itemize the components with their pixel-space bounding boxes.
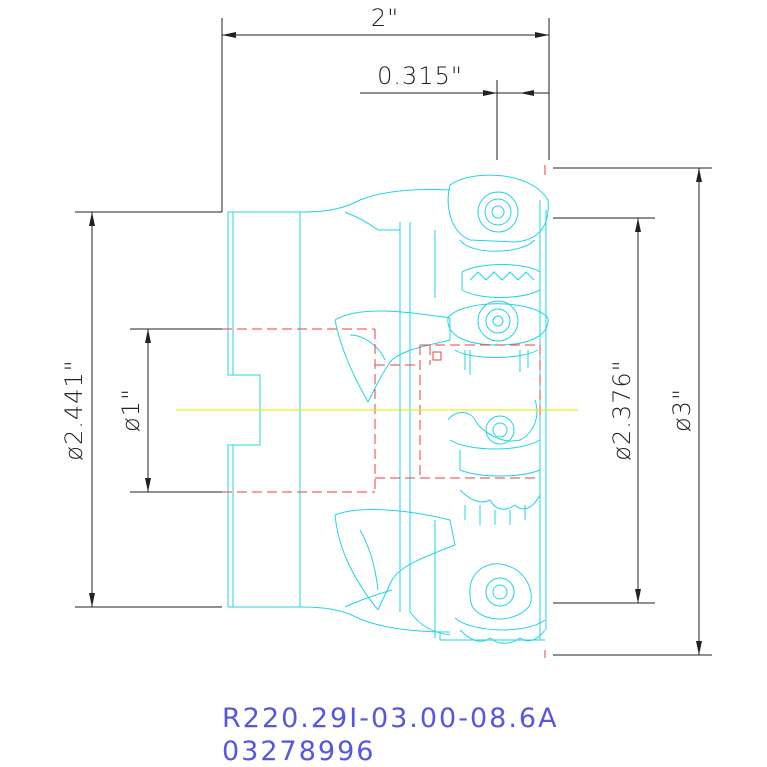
order-code-label: 03278996 xyxy=(222,736,376,767)
hidden-lines xyxy=(222,165,546,658)
hidden-line-marker xyxy=(432,351,442,361)
inner-diameter-text: ø2.376" xyxy=(608,359,636,460)
cutting-diameter-text: ø3" xyxy=(668,388,696,432)
insert-offset-text: 0.315" xyxy=(377,62,463,90)
part-number-label: R220.29I-03.00-08.6A xyxy=(222,703,559,734)
bore-diameter-text: ø1" xyxy=(117,388,145,432)
dimension-lines xyxy=(75,18,712,656)
overall-length-text: 2" xyxy=(371,4,399,32)
body-diameter-text: ø2.441" xyxy=(60,359,88,460)
cutter-body-outline xyxy=(227,174,549,644)
